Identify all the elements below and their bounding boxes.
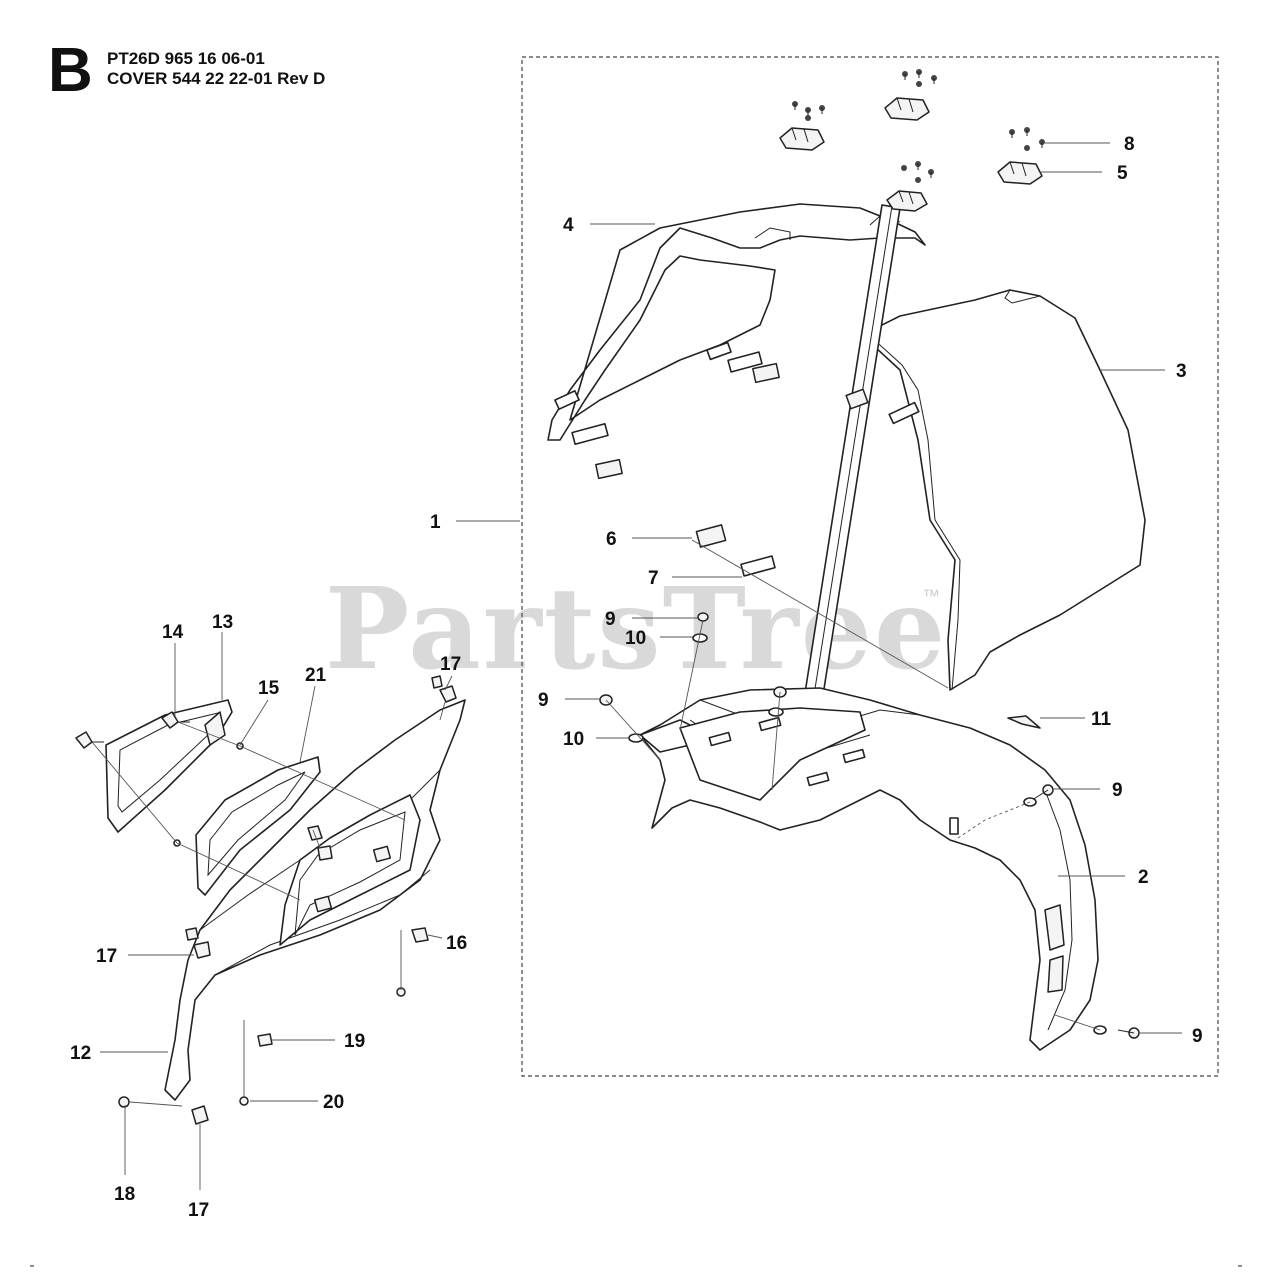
model-number: PT26D 965 16 06-01 [107, 49, 265, 68]
callout-6: 6 [606, 529, 617, 550]
callout-19: 19 [344, 1031, 365, 1052]
callout-16: 16 [446, 933, 467, 954]
watermark-brand: PartsTree [325, 564, 947, 695]
part-6-clip[interactable] [695, 524, 727, 548]
callout-21: 21 [305, 665, 327, 686]
part-12-side-panel[interactable] [164, 699, 466, 1101]
callout-1: 1 [430, 512, 441, 533]
cover-part-number: COVER 544 22 22-01 Rev D [107, 69, 326, 88]
assembly-lines [91, 539, 1101, 1107]
part-4-upper-cover[interactable] [547, 203, 926, 480]
callout-labels: 1 2 3 4 5 6 7 8 9 9 9 9 10 10 11 12 13 1… [70, 134, 1203, 1221]
callout-20: 20 [323, 1092, 344, 1113]
part-19-nut[interactable] [257, 1033, 273, 1047]
assembly-boundary [521, 56, 1219, 1077]
section-letter: B [48, 36, 93, 105]
part-11-pin[interactable] [1007, 715, 1041, 729]
callout-7: 7 [648, 568, 659, 589]
part-16-nut[interactable] [411, 927, 429, 943]
part-9-bolts[interactable] [599, 612, 1140, 1039]
part-13-window-frame[interactable] [105, 699, 233, 833]
callout-3: 3 [1176, 361, 1187, 382]
callout-15: 15 [258, 678, 280, 699]
callout-12: 12 [70, 1043, 91, 1064]
watermark-trademark: ™ [922, 586, 940, 606]
callout-14: 14 [162, 622, 184, 643]
callout-11: 11 [1091, 709, 1112, 730]
callout-9-bottom: 9 [1192, 1026, 1203, 1047]
part-20-screw[interactable] [239, 987, 406, 1106]
part-18-screw[interactable] [118, 1096, 130, 1108]
callout-5: 5 [1117, 163, 1128, 184]
callout-10-left: 10 [563, 729, 584, 750]
part-8-screws[interactable] [792, 69, 1045, 183]
callout-17-bottom: 17 [188, 1200, 209, 1221]
part-17-clips[interactable] [185, 675, 457, 1125]
callout-17-left: 17 [96, 946, 117, 967]
part-2-fender[interactable] [639, 687, 1099, 1051]
callout-2: 2 [1138, 867, 1149, 888]
callout-17-top: 17 [440, 654, 461, 675]
callout-9-top: 9 [605, 609, 616, 630]
leader-lines [100, 142, 1182, 1190]
callout-13: 13 [212, 612, 233, 633]
part-5-hinges[interactable] [779, 97, 1043, 212]
part-3-hood-body[interactable] [861, 289, 1146, 691]
callout-9-right: 9 [1112, 780, 1123, 801]
callout-9-left: 9 [538, 690, 549, 711]
part-7-pad[interactable] [740, 555, 776, 577]
callout-4: 4 [563, 215, 574, 236]
callout-8: 8 [1124, 134, 1135, 155]
callout-18: 18 [114, 1184, 135, 1205]
callout-10-top: 10 [625, 628, 646, 649]
part-21-gasket[interactable] [195, 756, 321, 896]
